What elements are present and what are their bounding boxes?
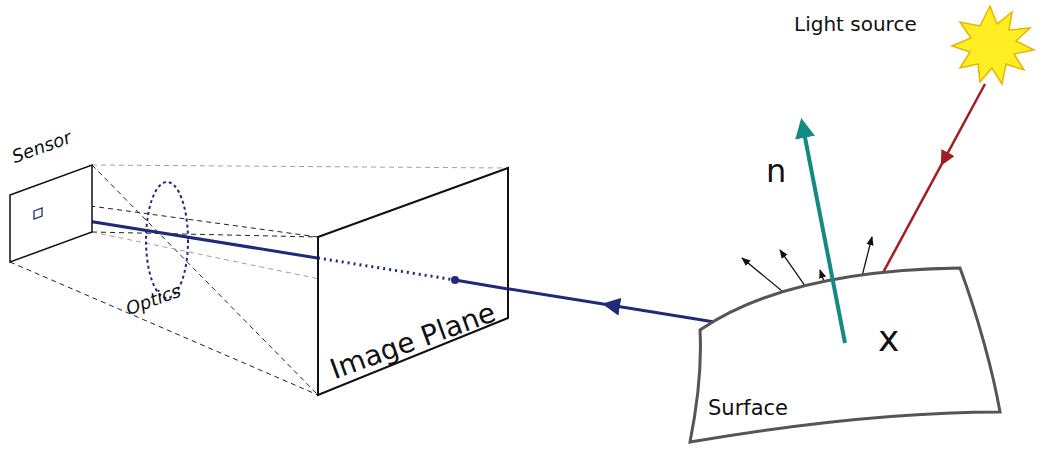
point-label: x xyxy=(878,318,899,359)
normal-label: n xyxy=(766,152,786,190)
node-label: Light source xyxy=(794,12,917,36)
projection-lines xyxy=(10,165,318,395)
light-source: Light source xyxy=(790,4,1050,86)
optics-lens xyxy=(146,182,188,298)
node-label: Surface xyxy=(708,396,788,420)
node-label: Sensor xyxy=(9,126,74,167)
surface-patch: Surface xyxy=(688,262,1006,447)
image-plane: Image Plane xyxy=(315,165,515,415)
sensor-box: Sensor xyxy=(8,140,100,265)
